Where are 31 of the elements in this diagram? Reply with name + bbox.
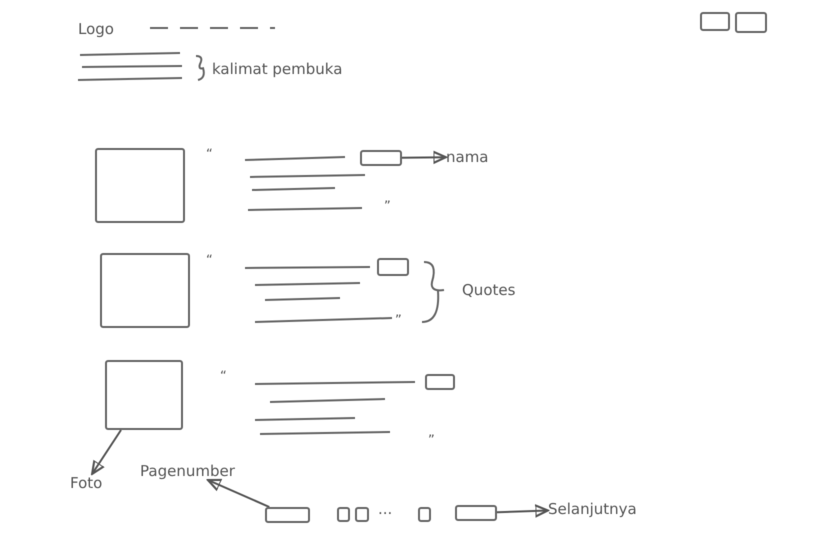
header-button [700, 12, 730, 31]
photo-placeholder [105, 360, 183, 430]
ellipsis-text: ... [378, 500, 392, 518]
page-number-button [418, 507, 431, 522]
photo-placeholder [95, 148, 185, 223]
name-field [360, 150, 402, 166]
previous-button [265, 507, 310, 523]
page-number-button [337, 507, 350, 522]
annotation-text: nama [446, 148, 489, 166]
quote-mark: ” [428, 432, 435, 450]
quote-mark: ” [395, 312, 402, 330]
quote-mark: “ [206, 146, 213, 164]
arrow [496, 504, 550, 518]
arrow [402, 150, 448, 164]
next-button [455, 505, 497, 521]
annotation-text: Pagenumber [140, 462, 235, 480]
header-button [735, 12, 767, 33]
quote-mark: ” [384, 198, 391, 216]
label-text: Logo [78, 20, 114, 38]
arrow [206, 478, 270, 508]
annotation-text: kalimat pembuka [212, 60, 342, 78]
name-field [377, 258, 409, 276]
name-field [425, 374, 455, 390]
page-number-button [355, 507, 369, 522]
annotation-text: Selanjutnya [548, 500, 637, 518]
annotation-text: Foto [70, 474, 102, 492]
quote-mark: “ [220, 368, 227, 386]
quote-mark: “ [206, 252, 213, 270]
photo-placeholder [100, 253, 190, 328]
annotation-text: Quotes [462, 281, 516, 299]
arrow [91, 429, 122, 476]
